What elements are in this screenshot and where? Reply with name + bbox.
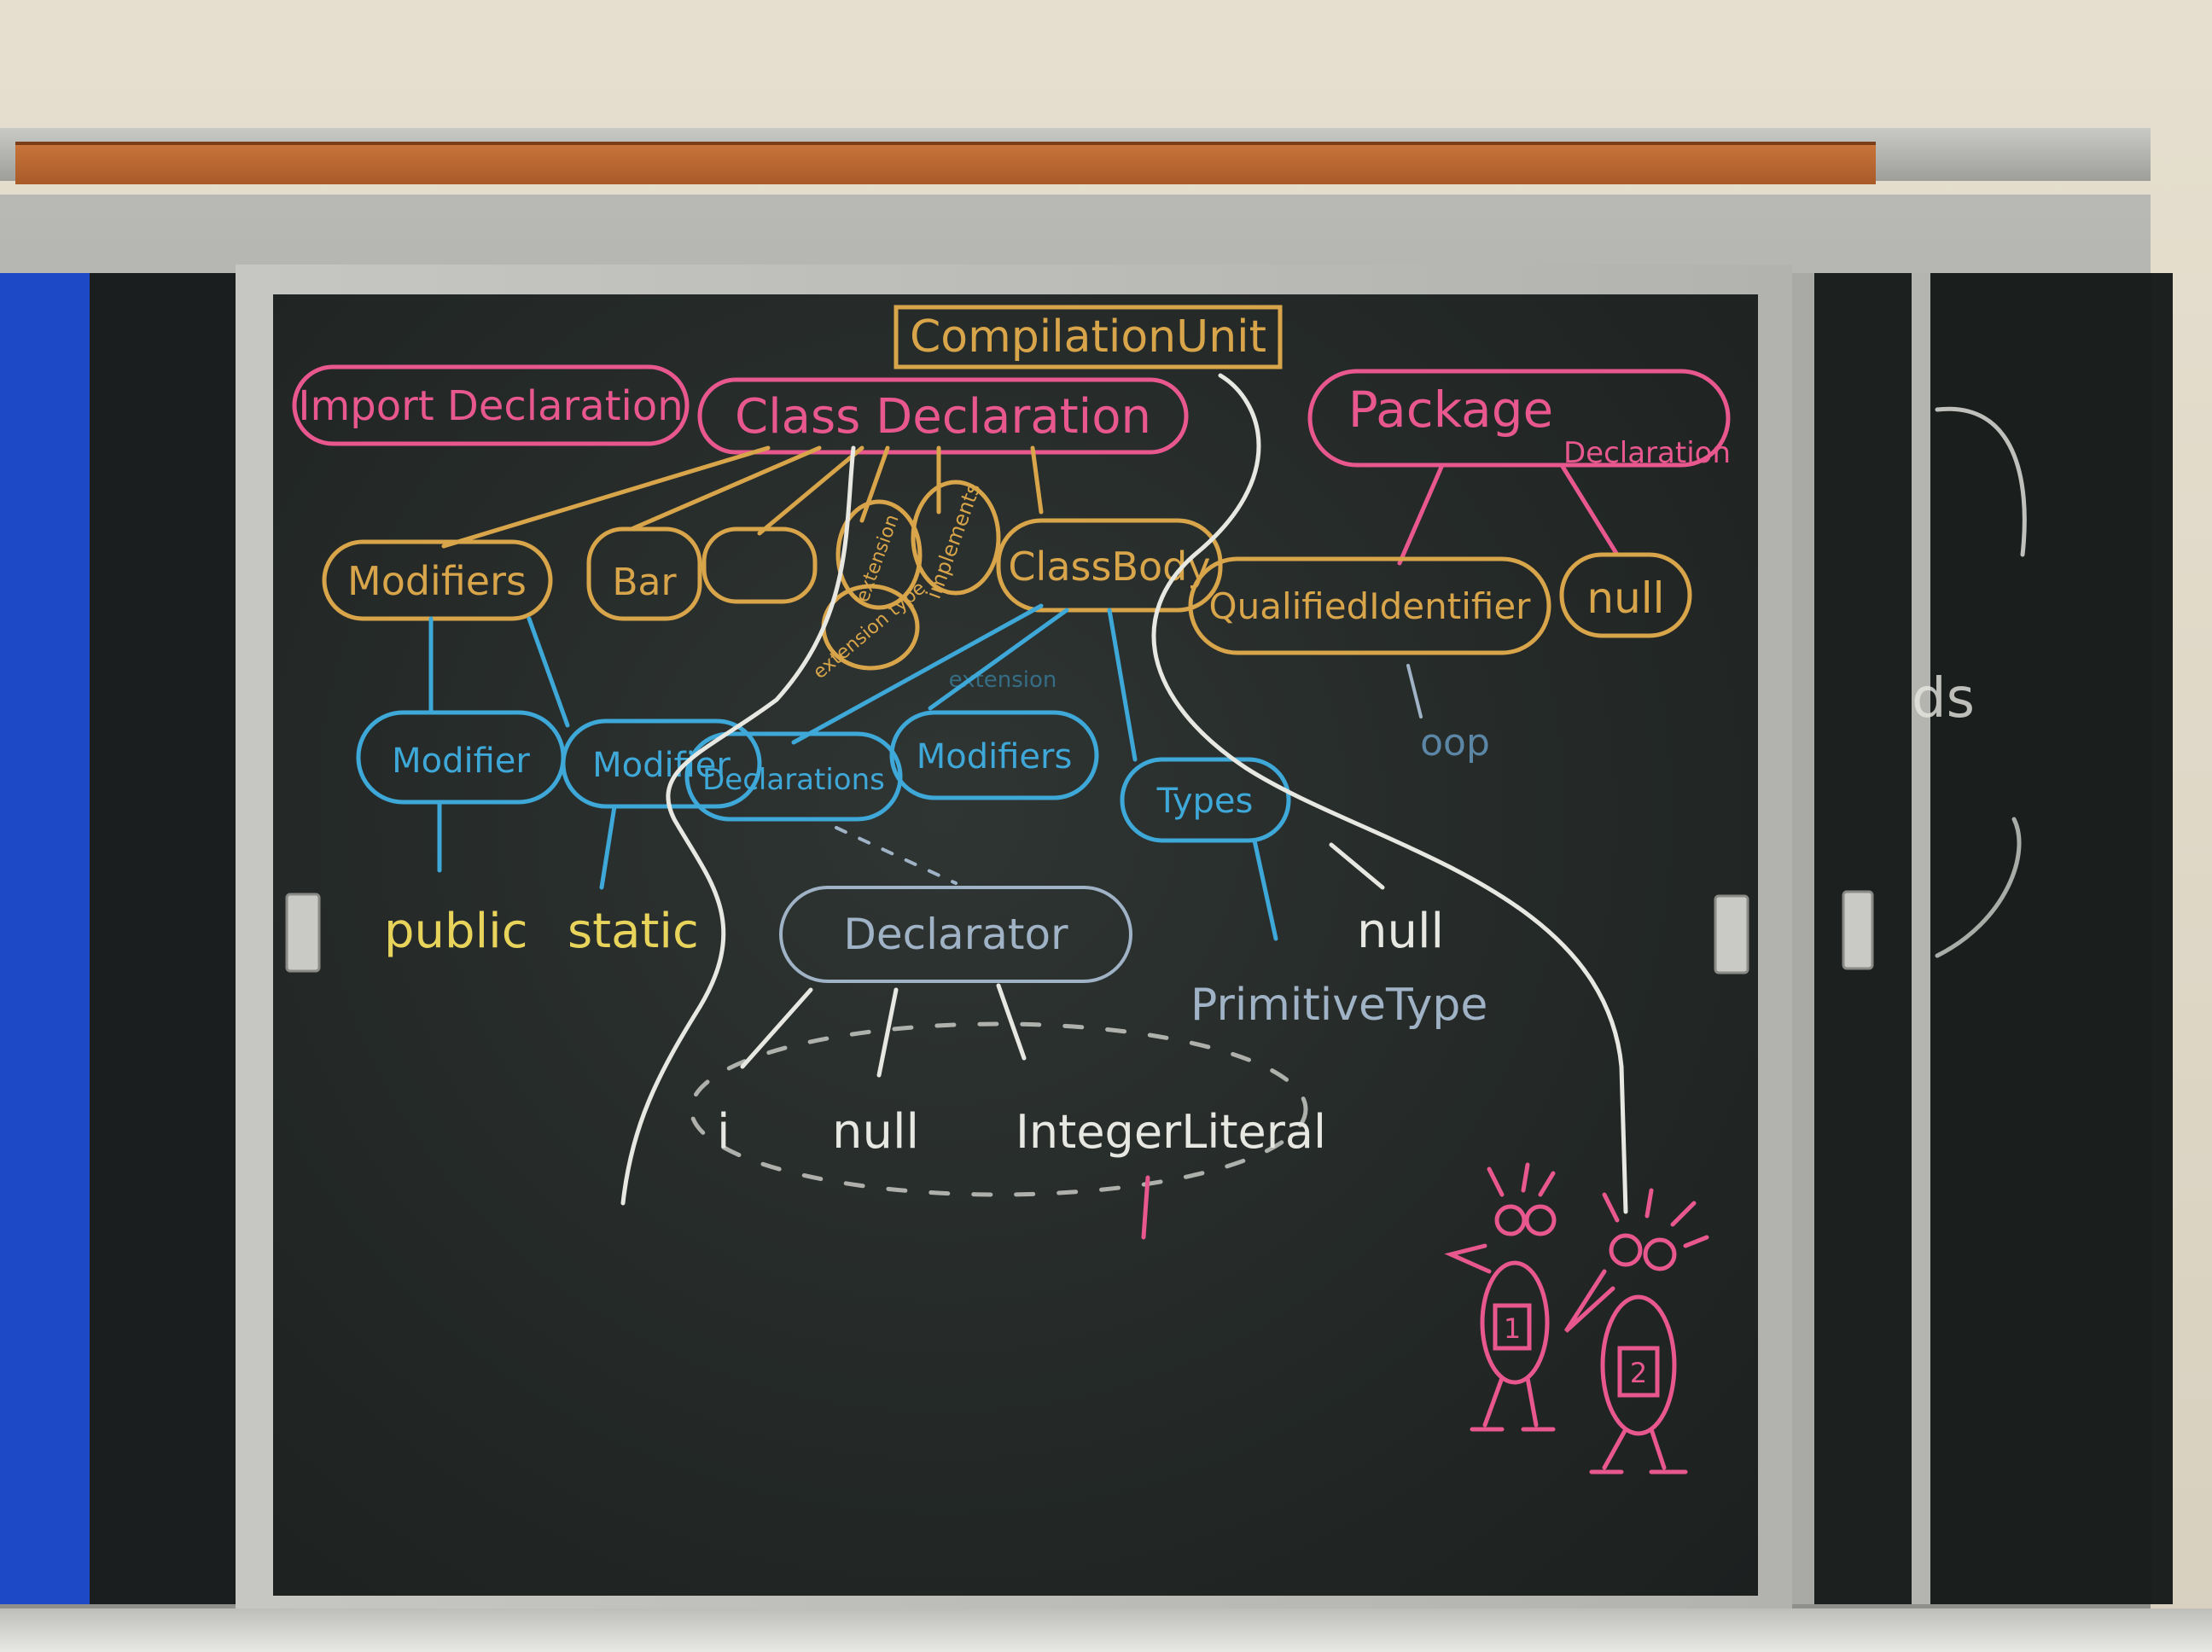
side-board-curve — [1935, 406, 2027, 557]
blank-node-box — [701, 526, 818, 604]
declarator-label: Declarator — [843, 910, 1068, 959]
edge-classdecl-modifiers — [441, 445, 771, 549]
edge-package-qualified — [1397, 462, 1445, 566]
import-declaration-box — [292, 364, 690, 446]
i-label: i — [717, 1104, 731, 1160]
implements-label: implements — [922, 480, 986, 602]
null-package-label: null — [1586, 573, 1664, 623]
edge-types-null — [1329, 842, 1385, 890]
edge-classbody-types — [1107, 608, 1138, 762]
null-package-box — [1559, 552, 1692, 638]
edge-declarations-declarator — [835, 826, 958, 885]
edge-classbody-modifiers2 — [928, 608, 1069, 711]
extension-node — [835, 499, 923, 610]
side-board-curve-2 — [1935, 817, 2022, 958]
edge-classdecl-classbody — [1030, 445, 1044, 515]
dashed-scope-ellipse — [689, 1021, 1308, 1197]
chalkboard — [273, 294, 1758, 1596]
right-hinge — [1714, 894, 1749, 974]
modifier-2-label: Modifier — [592, 746, 731, 785]
boundary-curve-right — [1151, 373, 1628, 1214]
declarations-box — [684, 731, 903, 822]
bird-1: 1 — [1444, 1162, 1557, 1432]
blue-side-panel — [0, 273, 90, 1604]
edge-classdecl-bar — [629, 445, 822, 532]
side-board-text: ds — [1912, 667, 1975, 730]
classbody-label: ClassBody — [1008, 544, 1210, 590]
compilationunit-box — [894, 305, 1283, 369]
qualified-identifier-label: QualifiedIdentifier — [1209, 585, 1532, 627]
modifier-2-box — [561, 718, 762, 809]
modifiers-box — [322, 539, 553, 621]
edge-classdecl-blank — [757, 445, 864, 536]
class-declaration-label: Class Declaration — [735, 389, 1151, 445]
bird-1-badge: 1 — [1504, 1312, 1521, 1345]
oop-label: oop — [1420, 721, 1490, 765]
integer-literal-label: IntegerLiteral — [1016, 1105, 1326, 1159]
chalk-tray — [0, 1608, 2212, 1652]
left-hinge — [285, 893, 321, 973]
static-label: static — [568, 904, 699, 959]
pink-tick — [1141, 1175, 1150, 1240]
bird-2: 2 — [1563, 1188, 1709, 1475]
modifiers-2-box — [889, 710, 1099, 800]
primitive-type-label: PrimitiveType — [1190, 980, 1487, 1031]
public-label: public — [384, 904, 528, 959]
modifiers-2-label: Modifiers — [917, 737, 1073, 777]
modifier-1-label: Modifier — [392, 742, 530, 781]
package-declaration-box — [1307, 369, 1731, 468]
package-declaration-label-2: Declaration — [1563, 436, 1731, 470]
edge-declarator-integer — [996, 983, 1027, 1061]
null-types-label: null — [1357, 904, 1444, 959]
class-declaration-box — [697, 377, 1189, 455]
edge-modifier2-static — [599, 804, 617, 890]
edge-package-null — [1559, 462, 1620, 557]
null-decl-label: null — [832, 1104, 919, 1160]
bar-label: Bar — [612, 561, 677, 604]
cork-strip — [15, 142, 1876, 184]
edge-declarator-null — [876, 987, 899, 1078]
back-hinge — [1842, 890, 1874, 970]
left-sliding-board — [90, 273, 243, 1604]
edge-declarator-i — [740, 987, 813, 1069]
import-declaration-label: Import Declaration — [298, 382, 683, 430]
types-box — [1120, 757, 1291, 843]
edge-classdecl-extension — [859, 445, 890, 523]
right-back-board-2 — [1912, 273, 2152, 1604]
compilationunit-label: CompilationUnit — [910, 311, 1266, 363]
edge-modifiers-modifier2 — [527, 616, 570, 728]
bar-box — [586, 526, 702, 621]
package-declaration-label-1: Package — [1348, 381, 1553, 439]
declarations-label: Declarations — [702, 763, 885, 797]
declarator-box — [779, 886, 1132, 983]
modifiers-label: Modifiers — [347, 558, 527, 604]
bird-2-badge: 2 — [1630, 1357, 1647, 1389]
boundary-curve-left — [620, 445, 856, 1206]
implements-node — [911, 480, 1001, 596]
edge-types-primitive — [1252, 838, 1278, 941]
edge-qualified-oop — [1406, 664, 1423, 718]
extension-2-label: extension — [949, 667, 1057, 693]
types-label: Types — [1156, 782, 1254, 821]
edge-classbody-declarations — [791, 603, 1044, 745]
qualified-identifier-box — [1188, 556, 1551, 655]
